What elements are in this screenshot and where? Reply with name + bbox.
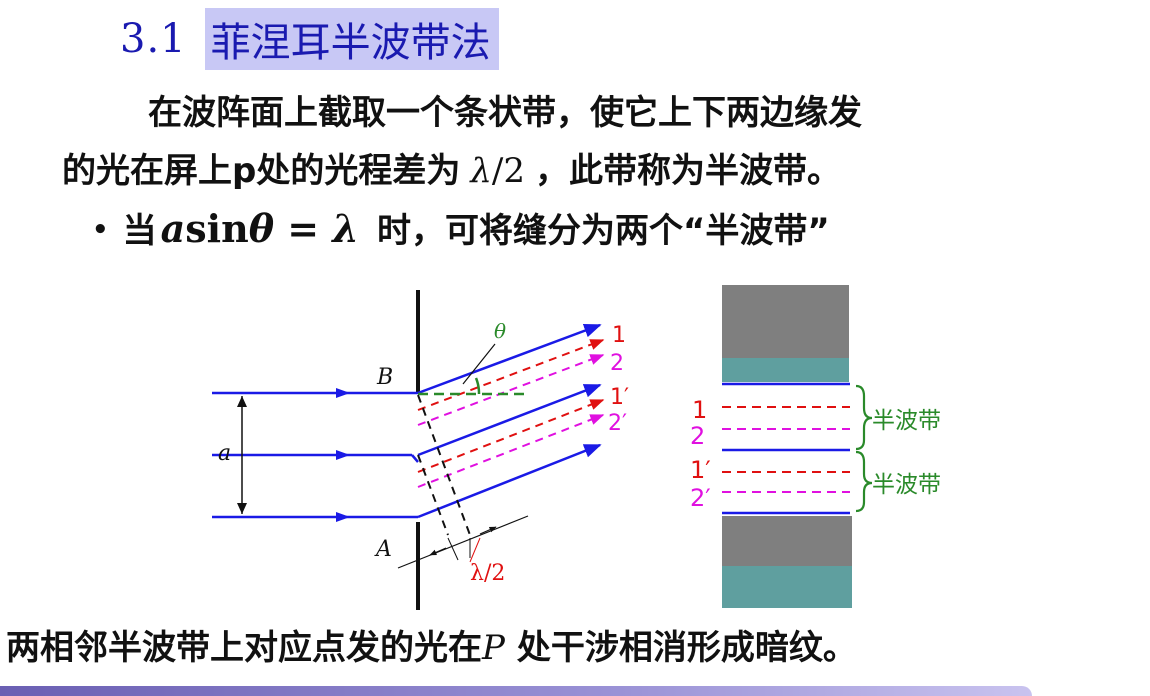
- label-a: a: [218, 441, 231, 466]
- path-difference-marker: [397, 515, 529, 569]
- bullet-suffix: 时，可将缝分为两个“半波带”: [377, 211, 830, 251]
- diffracted-rays: [417, 323, 605, 519]
- fraction-half: /2: [491, 151, 525, 191]
- paragraph-line-2-prefix: 的光在屏上p处的光程差为: [62, 151, 461, 191]
- bullet-dot: •: [92, 215, 109, 245]
- label-B: B: [376, 365, 393, 390]
- formula-lambda: λ: [332, 206, 360, 251]
- point-P: P: [482, 628, 505, 668]
- upper-block-gray: [722, 285, 849, 358]
- upper-block-teal: [722, 358, 849, 382]
- conclusion-prefix: 两相邻半波带上对应点发的光在: [6, 628, 482, 668]
- bullet-prefix: 当: [122, 211, 157, 251]
- paragraph-line-2-suffix: ，此带称为半波带。: [535, 151, 841, 191]
- lower-block-teal: [722, 566, 852, 608]
- label-A: A: [374, 537, 392, 562]
- conclusion-suffix: 处干涉相消形成暗纹。: [516, 628, 857, 668]
- section-number: 3.1: [120, 16, 187, 62]
- section-title: 3.1 菲涅耳半波带法: [120, 6, 499, 72]
- bullet-item: • 当 asinθ = λ 时，可将缝分为两个“半波带”: [92, 203, 830, 252]
- zone-label-1-prime: 1′: [690, 456, 711, 484]
- zone-label-2: 2: [690, 422, 705, 450]
- zone-caption-lower: 半波带: [872, 472, 941, 498]
- lower-block-gray: [722, 516, 852, 566]
- theta-leader: [462, 343, 496, 385]
- zone-caption-upper: 半波带: [872, 408, 941, 434]
- formula-sin: sin: [185, 206, 249, 251]
- ray-label-1: 1: [612, 323, 626, 348]
- formula-a: a: [160, 206, 186, 251]
- formula-equals: =: [274, 206, 333, 251]
- condition-formula: asinθ = λ: [161, 206, 359, 251]
- section-title-text: 菲涅耳半波带法: [204, 8, 499, 70]
- brace-lower: [855, 450, 873, 513]
- formula-theta: θ: [248, 206, 275, 251]
- conclusion-text: 两相邻半波带上对应点发的光在P 处干涉相消形成暗纹。: [6, 620, 857, 669]
- label-lambda-half: λ/2: [470, 561, 505, 586]
- ray-label-2: 2: [610, 351, 624, 376]
- label-theta: θ: [494, 319, 506, 343]
- ray-label-1-prime: 1′: [610, 385, 629, 410]
- paragraph-line-1: 在波阵面上截取一个条状带，使它上下两边缘发: [148, 93, 862, 133]
- zone-label-1: 1: [692, 396, 707, 424]
- lambda-symbol: λ: [470, 151, 492, 191]
- theta-arc: [474, 377, 481, 395]
- wavefront-lines: [417, 394, 471, 536]
- zone-label-2-prime: 2′: [690, 484, 711, 512]
- ray-label-2-prime: 2′: [608, 411, 627, 436]
- incident-rays: [212, 388, 419, 522]
- slit-width-marker: [237, 396, 247, 514]
- slide-footer-bar: [0, 686, 1032, 696]
- brace-upper: [855, 384, 873, 451]
